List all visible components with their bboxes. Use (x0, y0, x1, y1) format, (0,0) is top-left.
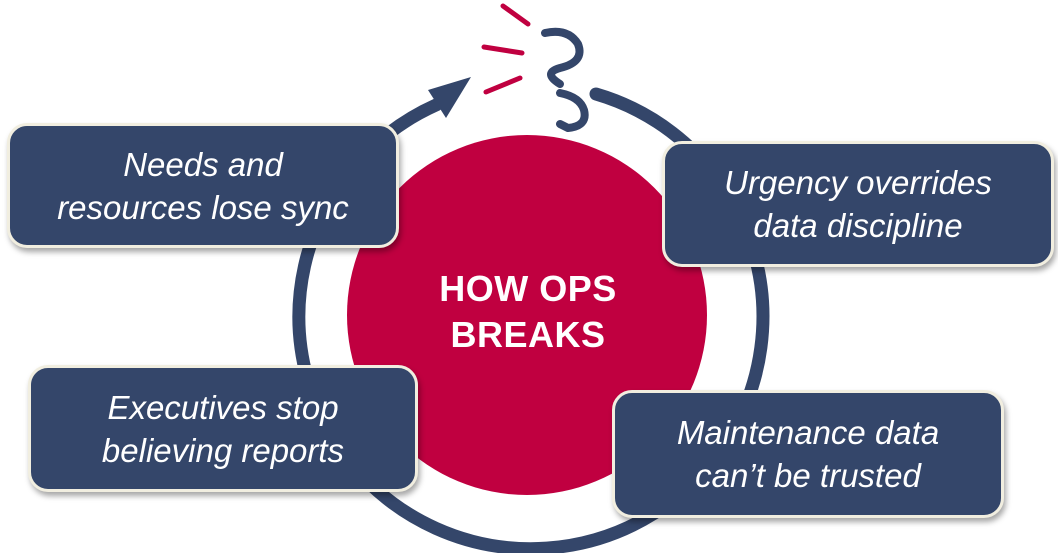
stage-text-line-2: resources lose sync (57, 188, 349, 226)
broken-end-upper (541, 27, 584, 88)
stage-box-maintenance-data: Maintenance data can’t be trusted (612, 390, 1004, 518)
spark-line-3 (483, 75, 523, 95)
spark-line-2 (481, 44, 525, 56)
stage-box-urgency: Urgency overrides data discipline (662, 141, 1054, 267)
stage-text-line-1: Urgency overrides (724, 164, 992, 201)
broken-end-lower (556, 89, 589, 132)
center-title-line-1: HOW OPS (439, 268, 617, 309)
stage-text-line-2: data discipline (753, 207, 963, 244)
stage-box-needs-resources: Needs and resources lose sync (7, 123, 399, 248)
stage-text-line-1: Executives stop (107, 388, 339, 426)
center-title-line-2: BREAKS (450, 314, 606, 355)
cycle-arrowhead (428, 77, 471, 118)
spark-line-1 (500, 3, 531, 27)
center-title: HOW OPS BREAKS (398, 266, 658, 358)
stage-text-line-1: Needs and (123, 145, 283, 183)
stage-text-line-2: believing reports (101, 431, 345, 469)
stage-box-executives: Executives stop believing reports (28, 365, 418, 492)
stage-text-line-1: Maintenance data (676, 414, 940, 451)
break-spark-icon (481, 3, 531, 95)
stage-text-line-2: can’t be trusted (695, 457, 921, 494)
